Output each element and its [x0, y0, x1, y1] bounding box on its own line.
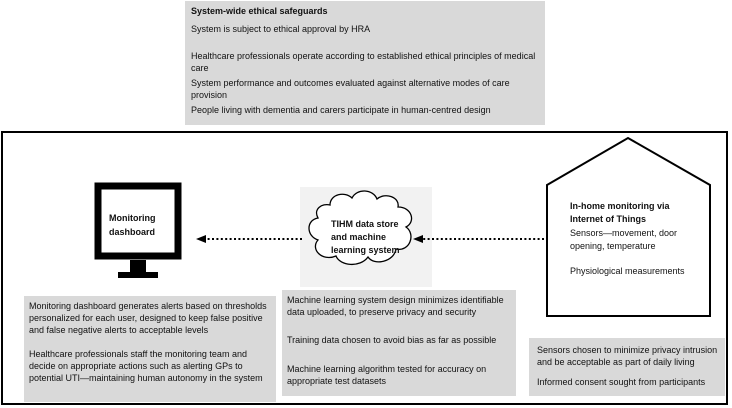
datastore-label-line3: learning system — [331, 245, 400, 255]
cloud-icon — [308, 190, 413, 266]
dashboard-note-line: personalized for each user, designed to … — [29, 313, 263, 323]
dashboard-notes-box: Monitoring dashboard generates alerts ba… — [24, 296, 276, 402]
system-frame — [1, 131, 728, 405]
sensors-notes-box: Sensors chosen to minimize privacy intru… — [529, 338, 725, 396]
home-title-line1: In-home monitoring via — [570, 201, 670, 211]
dashboard-note-line: decide on appropriate actions such as al… — [29, 361, 243, 371]
datastore-note-line: Training data chosen to avoid bias as fa… — [287, 335, 497, 345]
safeguard-item: System performance and outcomes evaluate… — [191, 78, 510, 100]
safeguards-box: System-wide ethical safeguards System is… — [185, 1, 545, 125]
datastore-label-line2: and machine — [331, 232, 387, 242]
safeguard-item: Healthcare professionals operate accordi… — [191, 51, 536, 73]
dashboard-label-line2: dashboard — [109, 227, 156, 237]
arrow-head-cloud — [413, 235, 423, 243]
home-sensors-line1: Sensors—movement, door — [570, 228, 678, 238]
datastore-note-line: data uploaded, to preserve privacy and s… — [287, 307, 477, 317]
dashboard-note-line: potential UTI—maintaining human autonomy… — [29, 373, 263, 383]
safeguard-item: People living with dementia and carers p… — [191, 105, 491, 115]
datastore-notes-box: Machine learning system design minimizes… — [282, 290, 516, 396]
dashboard-note-line: Monitoring dashboard generates alerts ba… — [29, 301, 267, 311]
house-icon — [546, 136, 711, 317]
dashboard-label-line1: Monitoring — [109, 213, 156, 223]
dashboard-note-line: and false negative alerts to acceptable … — [29, 325, 209, 335]
home-sensors-line2: opening, temperature — [570, 241, 656, 251]
safeguard-item: System is subject to ethical approval by… — [191, 24, 371, 34]
sensors-note-line: Informed consent sought from participant… — [537, 377, 706, 387]
datastore-label-line1: TIHM data store — [331, 219, 399, 229]
datastore-note-line: Machine learning algorithm tested for ac… — [287, 364, 487, 374]
arrow-head-dashboard — [196, 235, 206, 243]
dashboard-note-line: Healthcare professionals staff the monit… — [29, 349, 247, 359]
datastore-note-line: appropriate test datasets — [287, 376, 387, 386]
monitor-icon — [94, 182, 182, 278]
home-title-line2: Internet of Things — [570, 214, 646, 224]
sensors-note-line: Sensors chosen to minimize privacy intru… — [537, 345, 718, 355]
datastore-note-line: Machine learning system design minimizes… — [287, 295, 504, 305]
safeguards-title: System-wide ethical safeguards — [191, 6, 328, 16]
sensors-note-line: and be acceptable as part of daily livin… — [537, 357, 695, 367]
home-physio: Physiological measurements — [570, 266, 685, 276]
